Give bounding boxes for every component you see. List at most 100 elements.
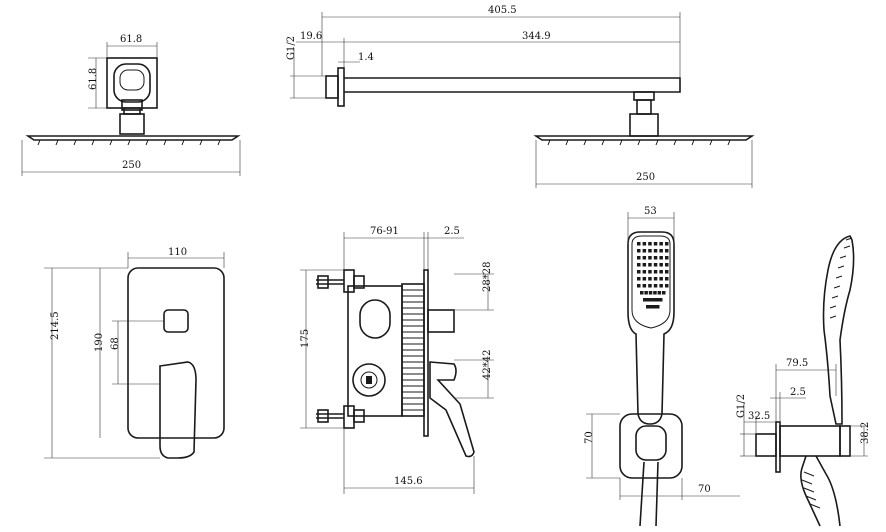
- hand-shower-front-view: [619, 231, 683, 527]
- label-flange-offset: 19.6: [300, 31, 322, 42]
- label-holder-width: 70: [698, 484, 711, 495]
- nozzle-dot: [649, 298, 653, 302]
- nozzle-dot: [637, 284, 641, 288]
- dim-holder-height: 70: [584, 413, 620, 479]
- label-hand-width: 53: [644, 206, 657, 217]
- nozzle-dot: [665, 256, 669, 260]
- label-plate-inner: 190: [94, 333, 105, 352]
- label-box-width: 145.6: [394, 476, 423, 487]
- label-head-width-left: 250: [122, 160, 141, 171]
- dim-holder-width: 70: [619, 478, 740, 500]
- nozzle-dot: [653, 270, 658, 274]
- dim-head-width-right: 250: [535, 140, 753, 188]
- nozzle-dot: [648, 284, 652, 288]
- nozzle-dot: [648, 256, 652, 260]
- box-ribs: [401, 283, 425, 417]
- nozzle-dot: [648, 270, 652, 274]
- nozzle-dot: [665, 270, 669, 274]
- label-outlet-height: 38.2: [860, 422, 871, 444]
- nozzle-dot: [648, 291, 653, 295]
- label-outlet-gap: 2.5: [790, 387, 806, 398]
- dim-box-gap: 2.5: [424, 226, 464, 270]
- nozzle-dot: [653, 284, 658, 288]
- nozzle-dot: [659, 256, 663, 260]
- nozzle-dot: [659, 270, 663, 274]
- side-nozzles: [829, 237, 853, 319]
- nozzle-dot: [637, 263, 641, 267]
- nozzle-dot: [646, 298, 650, 302]
- dim-thread-arm: G1/2: [286, 36, 326, 99]
- nozzle-dot: [653, 256, 658, 260]
- nozzle-dot: [653, 277, 658, 281]
- nozzle-dot: [637, 256, 641, 260]
- label-knob-offset: 68: [110, 337, 121, 350]
- nozzle-dot: [659, 277, 663, 281]
- nozzle-dot: [665, 284, 669, 288]
- dim-plate-height: 214.5: [44, 267, 160, 459]
- nozzle-dot: [665, 242, 669, 246]
- nozzle-dot: [637, 249, 641, 253]
- nozzle-dot: [653, 263, 658, 267]
- nozzle-dot: [648, 242, 652, 246]
- nozzle-dot: [642, 284, 647, 288]
- nozzle-dot: [653, 249, 658, 253]
- nozzle-dot: [640, 291, 644, 295]
- nozzle-dot: [659, 263, 663, 267]
- nozzle-dot: [659, 298, 663, 302]
- label-plate-width: 110: [168, 247, 187, 258]
- nozzle-dot: [652, 305, 656, 309]
- nozzle-dot: [637, 270, 641, 274]
- dim-outlet-height: 38.2: [850, 422, 871, 457]
- nozzle-dot: [665, 263, 669, 267]
- dim-flange-thickness: 1.4: [338, 52, 374, 63]
- dim-head-side: 61.8: [88, 57, 107, 109]
- label-head-top: 61.8: [120, 34, 142, 45]
- dim-head-top: 61.8: [106, 34, 158, 58]
- label-thread-outlet: G1/2: [736, 394, 747, 418]
- nozzle-dot: [652, 298, 657, 302]
- nozzle-dot: [659, 249, 663, 253]
- mounting-brackets: [316, 269, 365, 429]
- mixer-plate-front-view: [127, 267, 225, 459]
- nozzle-dot: [646, 305, 650, 309]
- dim-box-width: 145.6: [343, 428, 475, 494]
- nozzle-dot: [657, 291, 662, 295]
- concealed-box-side-view: [316, 269, 475, 458]
- dim-knob-offset: 68: [110, 320, 164, 385]
- dim-outlet-pipe: 32.5: [744, 411, 780, 434]
- nozzle-dot: [642, 249, 647, 253]
- nozzle-dot: [648, 305, 652, 309]
- shower-head-nozzles-right: [547, 139, 731, 146]
- nozzle-dot: [642, 270, 647, 274]
- nozzle-dot: [642, 263, 647, 267]
- label-arm-length: 344.9: [522, 31, 551, 42]
- label-thread-arm: G1/2: [286, 36, 297, 60]
- nozzle-dot: [665, 249, 669, 253]
- nozzle-dot: [655, 298, 660, 302]
- nozzle-dot: [650, 305, 654, 309]
- label-head-width-right: 250: [636, 172, 655, 183]
- dim-plate-width: 110: [127, 247, 225, 268]
- dim-arm-length: 344.9: [343, 31, 680, 68]
- dim-flange-offset: 19.6: [296, 31, 344, 43]
- dim-head-width-left: 250: [21, 140, 241, 176]
- label-box-gap: 2.5: [444, 226, 460, 237]
- hand-shower-side-view: [755, 235, 855, 527]
- label-knob-small: 28*28: [482, 262, 493, 292]
- nozzle-dot: [648, 249, 652, 253]
- label-outlet-reach: 79.5: [786, 358, 808, 369]
- dim-lever-size: 42*42: [454, 350, 494, 399]
- dim-plate-inner: 190: [94, 268, 105, 438]
- dim-thread-outlet: G1/2: [736, 394, 756, 457]
- dim-hand-width: 53: [627, 206, 675, 244]
- nozzle-dot: [642, 256, 647, 260]
- shower-head-front-view: [25, 57, 241, 146]
- nozzle-dot: [653, 242, 658, 246]
- nozzle-dot: [642, 277, 647, 281]
- shower-arm-side-view: [325, 67, 755, 146]
- nozzle-dot: [659, 242, 663, 246]
- shower-head-nozzles-left: [37, 139, 221, 146]
- nozzle-dot: [662, 291, 666, 295]
- nozzle-dot: [648, 263, 652, 267]
